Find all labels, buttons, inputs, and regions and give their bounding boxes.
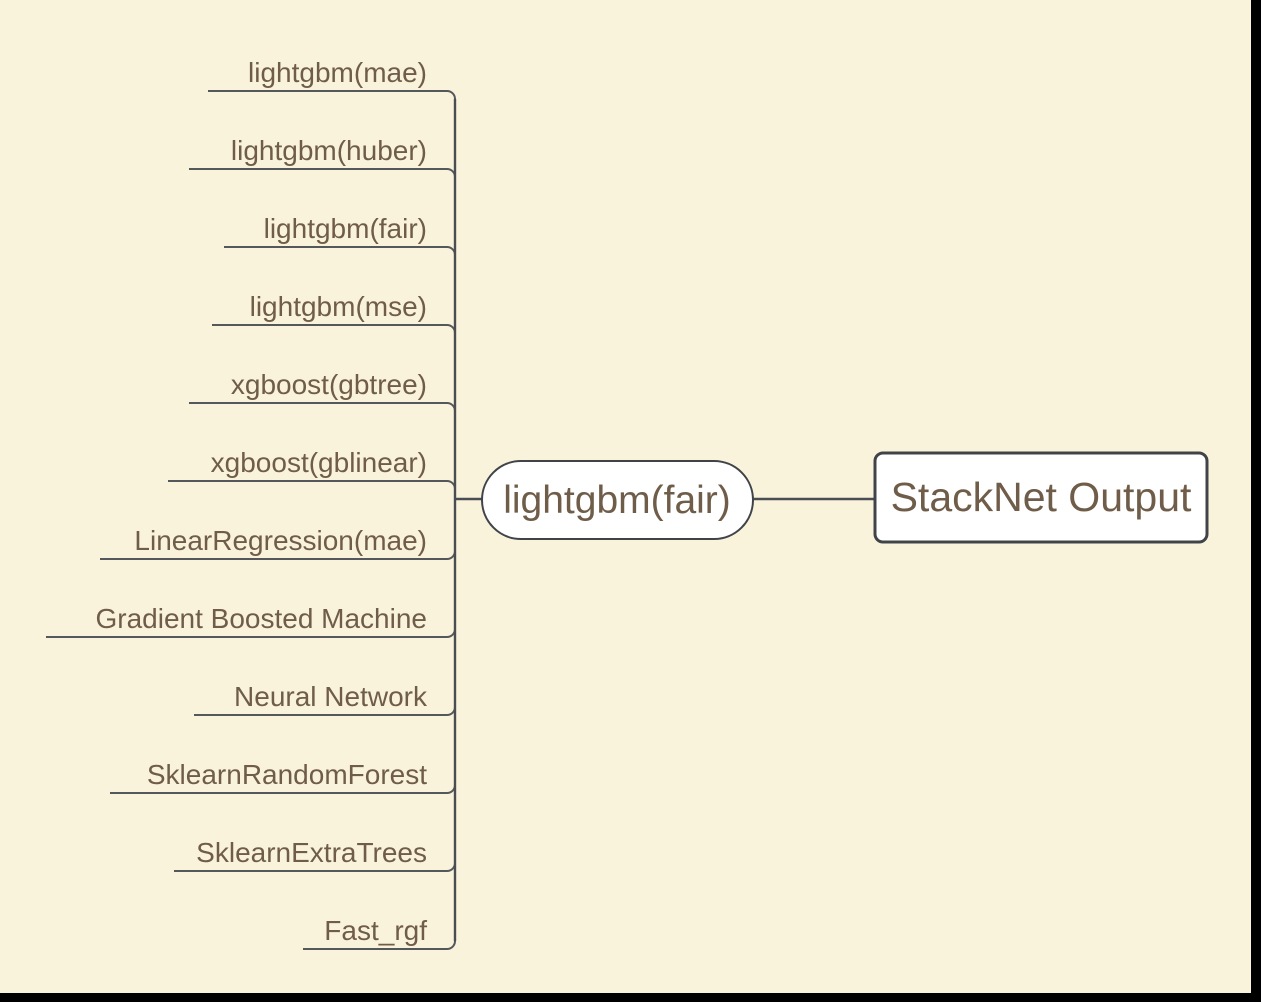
branch-label[interactable]: lightgbm(mae) — [248, 57, 427, 88]
output-node[interactable]: StackNet Output — [873, 451, 1209, 544]
branch-label[interactable]: xgboost(gblinear) — [211, 447, 427, 478]
branch-label[interactable]: lightgbm(mse) — [250, 291, 427, 322]
branch-label[interactable]: lightgbm(huber) — [231, 135, 427, 166]
branch-connector — [208, 90, 456, 100]
center-node[interactable]: lightgbm(fair) — [481, 460, 754, 540]
output-node-label[interactable]: StackNet Output — [891, 474, 1192, 520]
center-node-shape[interactable] — [481, 460, 754, 540]
output-node-shape[interactable] — [873, 451, 1209, 544]
branch-label[interactable]: LinearRegression(mae) — [134, 525, 427, 556]
branch-label[interactable]: Neural Network — [234, 681, 428, 712]
branch-connector — [303, 940, 456, 950]
branch-label[interactable]: Gradient Boosted Machine — [95, 603, 427, 634]
branch-label[interactable]: Fast_rgf — [324, 915, 427, 946]
branch-label[interactable]: SklearnRandomForest — [147, 759, 427, 790]
branch-label[interactable]: lightgbm(fair) — [264, 213, 427, 244]
branch-label[interactable]: SklearnExtraTrees — [196, 837, 427, 868]
branch-label[interactable]: xgboost(gbtree) — [231, 369, 427, 400]
center-node-label[interactable]: lightgbm(fair) — [503, 479, 731, 522]
